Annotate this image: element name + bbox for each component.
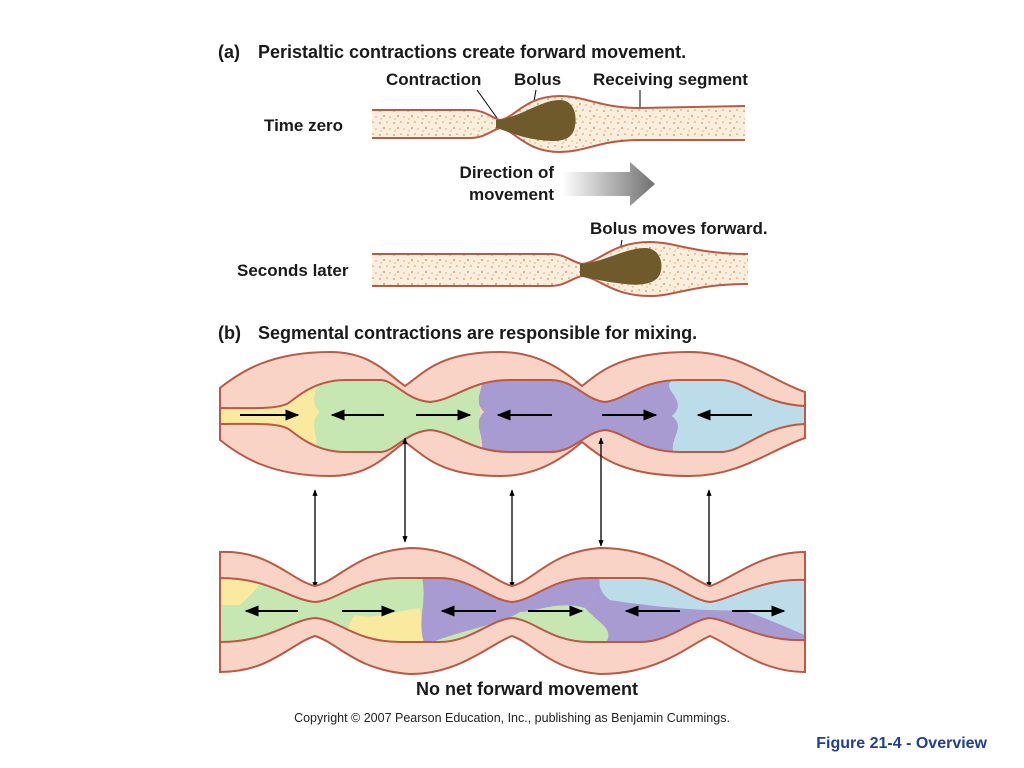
lumen-wall-bottom [219,576,806,644]
panel-b: (b) Segmental contractions are responsib… [218,323,806,699]
figure-reference: Figure 21-4 - Overview [816,735,987,752]
segmented-tube-bottom [219,546,806,676]
direction-label-line1: Direction of [460,163,555,182]
bolus-moves-forward-label: Bolus moves forward. [590,219,768,238]
time-zero-label: Time zero [264,116,343,135]
contraction-label: Contraction [386,70,481,89]
copyright-notice: Copyright © 2007 Pearson Education, Inc.… [294,711,730,725]
bolus-shape-2 [580,248,662,285]
lumen-wall-top [219,379,806,453]
vertical-arrows [312,437,712,589]
bolus-shape [496,100,576,141]
panel-a-title: Peristaltic contractions create forward … [258,42,686,62]
direction-arrow [562,162,655,206]
contraction-leader-line [476,89,498,119]
tube-wall-top [372,94,746,122]
tube-time-zero [372,94,746,154]
tube-lumen-2 [372,242,748,296]
panel-a: (a) Peristaltic contractions create forw… [218,42,768,298]
direction-label-line2: movement [469,185,554,204]
panel-a-letter: (a) [218,42,240,62]
tube-wall-top-2 [372,240,749,266]
tube-seconds-later [372,240,749,298]
panel-b-title: Segmental contractions are responsible f… [258,323,697,343]
seconds-later-label: Seconds later [237,261,349,280]
receiving-segment-label: Receiving segment [593,70,748,89]
segmented-tube-top [219,350,806,478]
panel-b-letter: (b) [218,323,241,343]
no-net-movement-caption: No net forward movement [416,679,638,699]
bolus-label: Bolus [514,70,561,89]
tube-wall-bottom-2 [372,274,749,298]
tube-wall-bottom [372,126,745,154]
